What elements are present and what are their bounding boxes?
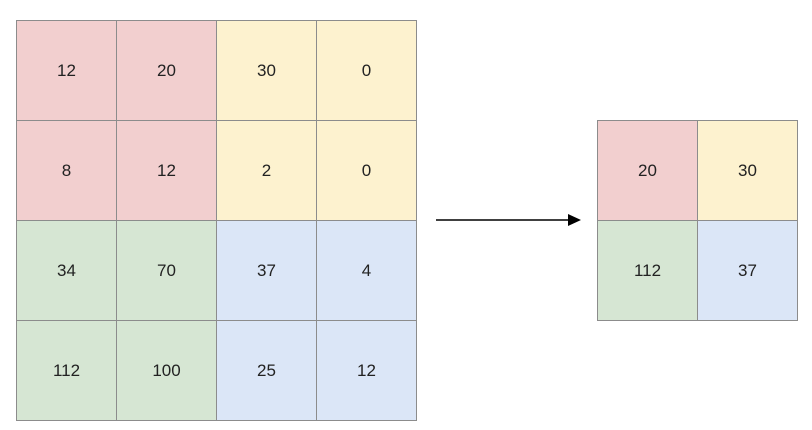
input-cell-1-3: 0	[317, 121, 417, 221]
input-cell-2-3: 4	[317, 221, 417, 321]
output-cell-0-1: 30	[698, 121, 798, 221]
input-cell-2-2: 37	[217, 221, 317, 321]
input-cell-2-0: 34	[17, 221, 117, 321]
input-cell-3-2: 25	[217, 321, 317, 421]
output-cell-1-0: 112	[598, 221, 698, 321]
input-cell-0-3: 0	[317, 21, 417, 121]
input-cell-0-0: 12	[17, 21, 117, 121]
output-cell-1-1: 37	[698, 221, 798, 321]
input-cell-1-0: 8	[17, 121, 117, 221]
input-cell-1-1: 12	[117, 121, 217, 221]
input-cell-1-2: 2	[217, 121, 317, 221]
output-cell-0-0: 20	[598, 121, 698, 221]
input-cell-3-1: 100	[117, 321, 217, 421]
input-cell-0-1: 20	[117, 21, 217, 121]
arrow-right-icon	[436, 214, 581, 226]
input-cell-2-1: 70	[117, 221, 217, 321]
input-cell-3-0: 112	[17, 321, 117, 421]
input-cell-3-3: 12	[317, 321, 417, 421]
input-cell-0-2: 30	[217, 21, 317, 121]
